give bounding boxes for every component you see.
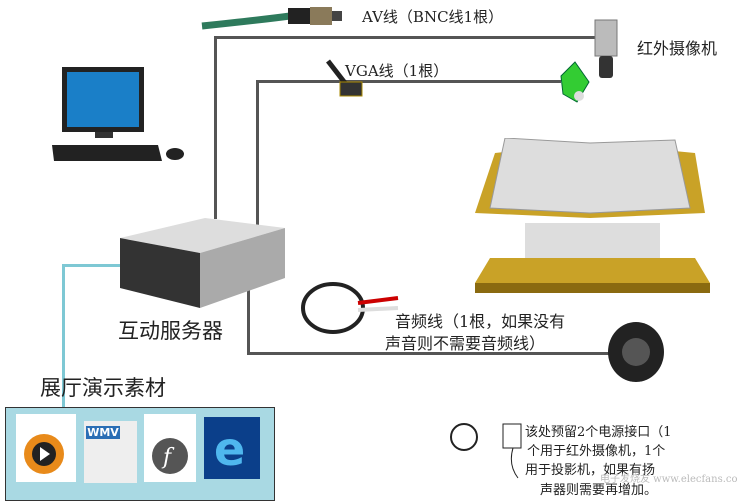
internet-explorer-icon[interactable]: e <box>204 417 260 479</box>
flash-file-icon[interactable]: f <box>144 414 196 482</box>
materials-panel: WMV f e <box>5 407 275 501</box>
lan-cable-line-vertical <box>62 264 65 409</box>
book-display-stand-icon <box>475 138 710 293</box>
svg-text:e: e <box>214 422 245 476</box>
power-note-line2: 个用于红外摄像机，1个 <box>527 444 666 459</box>
vga-cable-line-vertical <box>256 81 259 226</box>
infrared-camera-label: 红外摄像机 <box>637 39 718 58</box>
infrared-camera-icon <box>594 19 618 78</box>
audio-cable-icon <box>301 282 399 334</box>
audio-cable-label-line1: 音频线（1根，如果没有 <box>395 312 566 331</box>
power-socket-icon <box>450 423 522 479</box>
wmv-file-icon[interactable]: WMV <box>84 421 137 483</box>
power-note-line1: 该处预留2个电源接口（1 <box>525 425 672 440</box>
av-cable-line-horizontal <box>214 36 604 39</box>
windows-media-player-file-icon[interactable] <box>16 414 76 482</box>
audio-cable-line-horizontal <box>247 352 612 355</box>
server-icon <box>120 218 285 308</box>
wmv-badge: WMV <box>86 426 120 439</box>
desktop-computer-icon <box>52 67 184 161</box>
av-cable-label: AV线（BNC线1根） <box>362 8 504 26</box>
power-note-line4: 声器则需要再增加。 <box>540 483 658 498</box>
power-note-line3: 用于投影机，如果有扬 <box>525 463 656 478</box>
audio-cable-label-line2: 声音则不需要音频线） <box>385 334 546 353</box>
lan-cable-line-horizontal <box>62 264 124 267</box>
watermark: 电子发烧友 www.elecfans.com <box>600 474 737 485</box>
materials-label: 展厅演示素材 <box>40 376 166 400</box>
av-cable-line-vertical <box>214 37 217 219</box>
speaker-icon <box>608 322 664 382</box>
projector-icon <box>560 61 590 103</box>
vga-cable-line-horizontal <box>256 80 561 83</box>
audio-cable-line-vertical <box>247 283 250 355</box>
vga-connector-icon <box>326 59 363 97</box>
server-label: 互动服务器 <box>118 319 223 343</box>
bnc-cable-icon <box>201 7 342 30</box>
vga-cable-label: VGA线（1根） <box>345 62 449 80</box>
